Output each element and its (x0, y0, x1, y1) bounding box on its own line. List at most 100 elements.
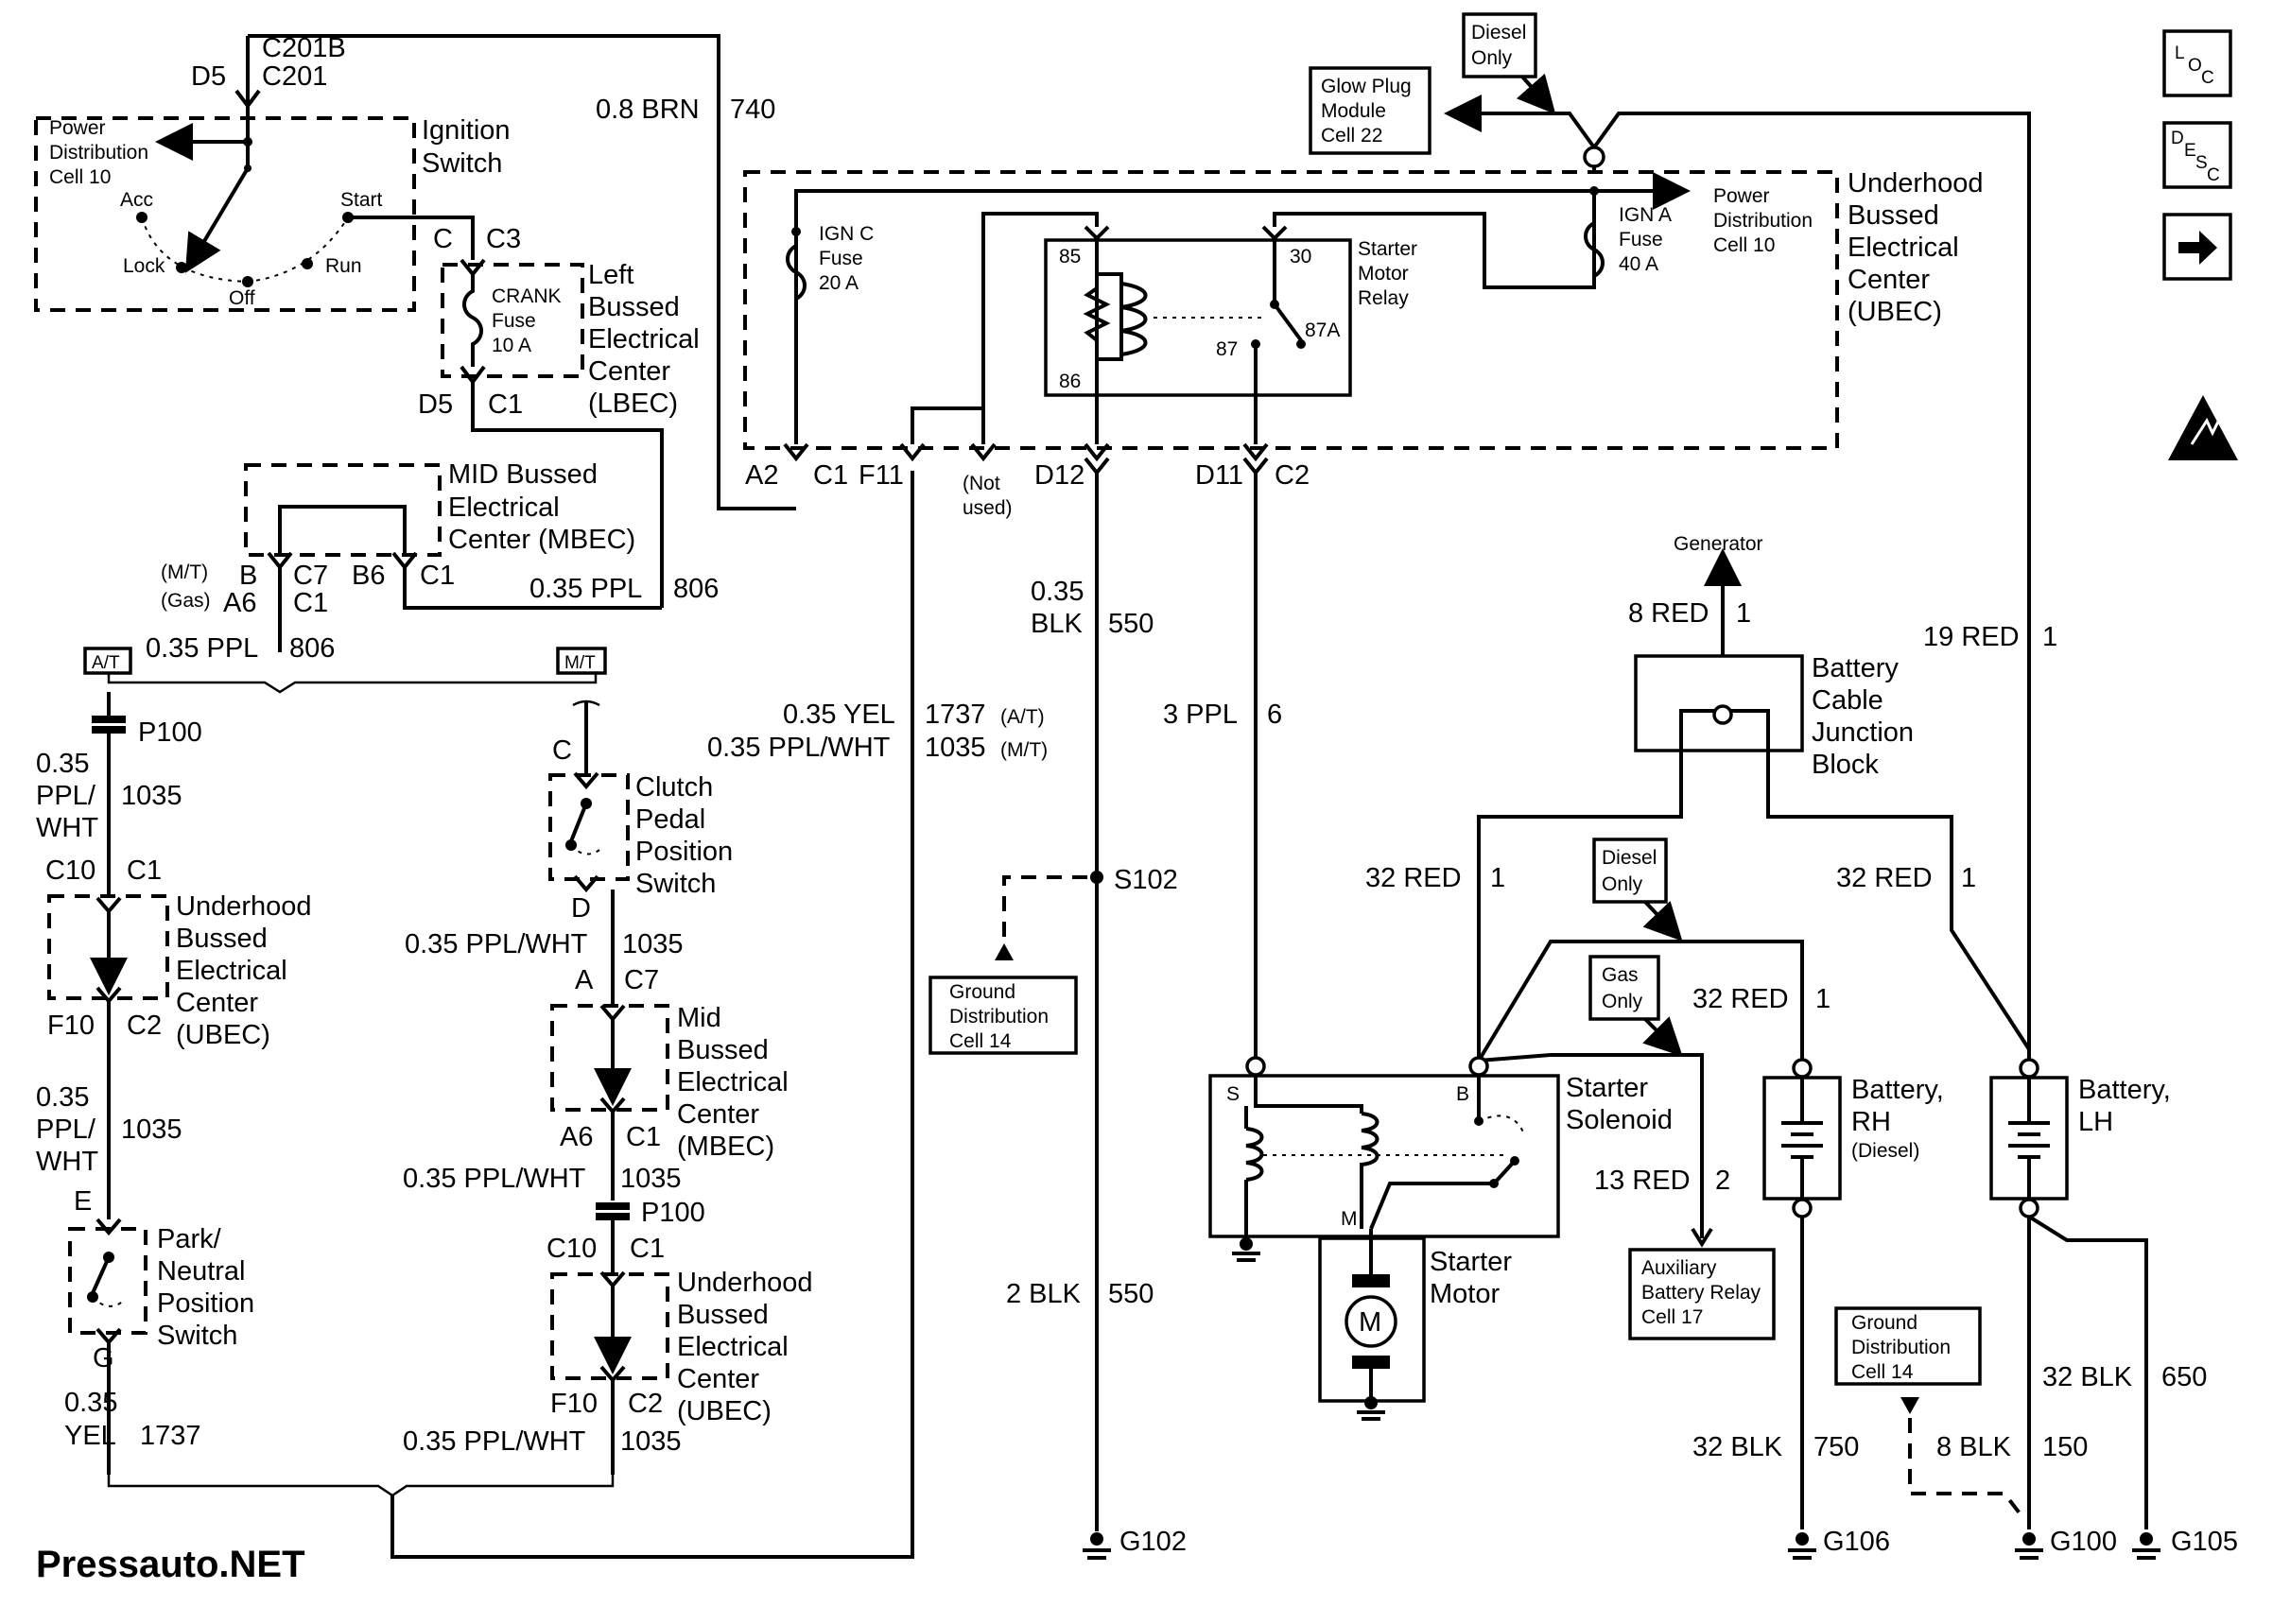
mbec-mid-box (550, 1004, 669, 1112)
c2-13-label: 2 (1715, 1166, 1730, 1196)
ubec-right-label: Underhood Bussed Electrical Center (UBEC… (1848, 168, 1991, 327)
blk8-label: 8 BLK (1936, 1432, 2012, 1462)
g106-ground (1788, 1532, 1816, 1560)
yel-center-label: 0.35 YEL (783, 700, 895, 730)
p100-connector (92, 716, 126, 734)
relay-87a-label: 87A (1305, 320, 1340, 341)
svg-text:Auxiliary Battery Relay: Auxiliary Battery Relay Cell 17 (1641, 1257, 1766, 1328)
c1-32r-label: 1 (1961, 863, 1976, 893)
c-clutch-label: C (552, 735, 572, 766)
p100-label: P100 (138, 717, 202, 748)
diesel-only-mid-tag: Diesel Only (1592, 838, 1668, 904)
c1035-a-label: 1035 (121, 781, 182, 811)
ignition-switch-label: Ignition Switch (422, 115, 518, 179)
mt-tag: M/T (556, 647, 607, 675)
s102-label: S102 (1114, 865, 1178, 895)
c550-label: 550 (1108, 609, 1154, 639)
blk035-label: 0.35 BLK (1031, 577, 1092, 639)
c1737-label: 1737 (140, 1421, 201, 1451)
acc-label: Acc (120, 189, 153, 211)
at-tag: A/T (83, 647, 132, 675)
f11-label: F11 (859, 460, 904, 491)
battery-junction-box (1634, 654, 1804, 752)
svg-text:E: E (2184, 141, 2196, 161)
aux-battery-relay-box: Auxiliary Battery Relay Cell 17 (1628, 1248, 1776, 1340)
a-mbec-label: A (575, 965, 594, 995)
svg-text:Ground Distribution: Ground Distribution Cell 14 (949, 981, 1054, 1052)
c10-label: C10 (45, 855, 95, 886)
g100-ground (2015, 1532, 2043, 1560)
motor-ground (1357, 1396, 1385, 1421)
a2-label: A2 (745, 460, 778, 491)
c3-label: C3 (486, 224, 521, 254)
c201b-label: C201B (262, 33, 346, 63)
starter-solenoid-label: Starter Solenoid (1566, 1073, 1673, 1135)
c1-gen-label: 1 (1736, 598, 1751, 629)
svg-text:D: D (2171, 129, 2184, 148)
g106-label: G106 (1823, 1527, 1890, 1557)
at-suffix: (A/T) (1000, 706, 1045, 728)
ubec-top-box (743, 170, 1839, 450)
c2-mid-label: C2 (628, 1389, 663, 1419)
b-label: B (239, 561, 257, 591)
svg-text:Glow Plug Module C: Glow Plug Module Cell 22 (1321, 76, 1417, 147)
pnp-switch-label: Park/ Neutral Position Switch (157, 1224, 262, 1351)
ppl-circuit2-label: 806 (289, 633, 335, 664)
d5-c1-d5-label: D5 (418, 389, 453, 420)
ubec-left-box (47, 894, 169, 1000)
mbec-top-box (244, 463, 442, 557)
mbec-mid-label: Mid Bussed Electrical Center (MBEC) (677, 1003, 796, 1162)
p100-mid-connector (596, 1202, 630, 1220)
pnp-switch-box (68, 1227, 147, 1335)
run-label: Run (325, 255, 362, 277)
clutch-switch-label: Clutch Pedal Position Switch (635, 772, 740, 899)
blk32-b-label: 32 BLK (2042, 1362, 2133, 1392)
c10-mid-label: C10 (547, 1234, 597, 1264)
brn-circuit-label: 740 (730, 95, 775, 125)
brn-wire-label: 0.8 BRN (596, 95, 700, 125)
mbec-top-label: MID Bussed Electrical Center (MBEC) (448, 459, 635, 555)
c1-mid2-label: C1 (293, 588, 328, 618)
red8-label: 8 RED (1628, 598, 1709, 629)
g-label: G (93, 1343, 114, 1373)
blk2-label: 2 BLK (1006, 1279, 1082, 1309)
sol-m-label: M (1341, 1208, 1358, 1230)
lock-label: Lock (123, 255, 165, 277)
ppl-circuit-label: 806 (673, 574, 719, 604)
d11-label: D11 (1195, 460, 1243, 491)
pplwht-center-label: 0.35 PPL/WHT (707, 733, 891, 763)
c1-mid-label: C1 (420, 561, 455, 591)
c1-mbec-label: C1 (626, 1122, 661, 1152)
battery-junction-label: Battery Cable Junction Block (1812, 653, 1921, 780)
red32-right-label: 32 RED (1836, 863, 1933, 893)
a6-label: A6 (223, 588, 256, 618)
red32-mid-label: 32 RED (1692, 984, 1789, 1014)
d12-label: D12 (1034, 460, 1084, 491)
c1-32m-label: 1 (1815, 984, 1831, 1014)
red32-left-label: 32 RED (1365, 863, 1462, 893)
generator-label: Generator (1674, 533, 1763, 555)
pplwht-left-label: 0.35 PPL/ WHT (36, 749, 103, 843)
ubec-mid-label: Underhood Bussed Electrical Center (UBEC… (677, 1268, 821, 1426)
solenoid-ground (1232, 1229, 1260, 1262)
c550b-label: 550 (1108, 1279, 1154, 1309)
ppl-wire-label: 0.35 PPL (529, 574, 642, 604)
starter-relay-label: Starter Motor Relay (1358, 238, 1423, 309)
c1-19-label: 1 (2042, 622, 2057, 652)
motor-m-label: M (1359, 1307, 1381, 1338)
p100-mid-label: P100 (641, 1198, 705, 1228)
g105-ground (2132, 1532, 2160, 1560)
diesel-only-top-tag: Diesel Only (1462, 12, 1537, 78)
ign-a-fuse-label: IGN A Fuse 40 A (1619, 204, 1676, 275)
c7-mbec-label: C7 (624, 965, 659, 995)
c7-label: C7 (293, 561, 328, 591)
gas-label: (Gas) (161, 590, 211, 612)
loc-icon: LOC (2162, 29, 2232, 97)
c6-label: 6 (1267, 700, 1282, 730)
lbec-box (441, 263, 584, 378)
c1035-c-label: 1035 (622, 929, 684, 959)
esd-warning-icon (2168, 395, 2238, 460)
svg-text:L: L (2175, 43, 2185, 63)
battery-rh-label: Battery, RH (Diesel) (1851, 1075, 1948, 1162)
f10-label: F10 (47, 1011, 95, 1041)
